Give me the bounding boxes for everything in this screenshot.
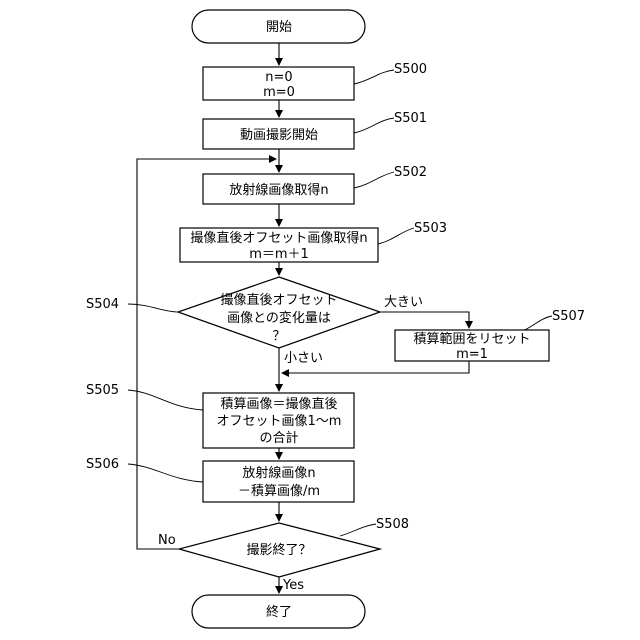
s504-line-1: 撮像直後オフセット — [220, 292, 337, 308]
leader-s505 — [128, 390, 203, 410]
end-label: 終了 — [266, 604, 292, 620]
node-texts: 開始 n=0 m=0 動画撮影開始 放射線画像取得n 撮像直後オフセット画像取得… — [190, 20, 530, 620]
step-label-s505: S505 — [86, 383, 119, 398]
s500-line-2: m=0 — [263, 85, 295, 100]
s508-label: 撮影終了？ — [246, 542, 311, 558]
s507-line-1: 積算範囲をリセット — [413, 332, 530, 347]
start-label: 開始 — [266, 20, 292, 35]
s506-line-2: －積算画像/m — [238, 484, 320, 499]
step-label-s506: S506 — [86, 457, 119, 472]
step-label-s500: S500 — [394, 62, 427, 77]
leader-s504 — [128, 304, 178, 312]
leader-s503 — [378, 228, 414, 244]
s504-line-3: ？ — [272, 329, 285, 344]
s503-line-2: m＝m＋1 — [249, 247, 309, 262]
edge-label-no: No — [158, 533, 176, 548]
leader-s508 — [340, 524, 376, 536]
edge-label-yes: Yes — [282, 578, 304, 593]
s505-line-2: オフセット画像1～m — [217, 414, 342, 429]
s507-line-2: m=1 — [456, 347, 488, 362]
step-label-s504: S504 — [86, 297, 119, 312]
edge-label-large: 大きい — [384, 295, 423, 310]
step-label-s502: S502 — [394, 165, 427, 180]
s501-label: 動画撮影開始 — [240, 127, 318, 143]
step-label-s508: S508 — [376, 517, 409, 532]
s504-line-2: 画像との変化量は — [227, 310, 331, 326]
step-label-s501: S501 — [394, 111, 427, 126]
s503-line-1: 撮像直後オフセット画像取得n — [190, 230, 367, 246]
leader-s502 — [354, 172, 394, 188]
leader-s500 — [354, 70, 394, 84]
leader-s501 — [354, 118, 394, 133]
s506-line-1: 放射線画像n — [242, 465, 315, 481]
s500-line-1: n=0 — [265, 70, 292, 85]
leader-s506 — [128, 464, 203, 482]
s502-label: 放射線画像取得n — [229, 182, 328, 198]
s505-line-3: の合計 — [259, 430, 298, 446]
edge-label-small: 小さい — [284, 351, 323, 366]
edge-s504-s507 — [380, 312, 469, 328]
step-label-s507: S507 — [552, 309, 585, 324]
step-label-s503: S503 — [414, 221, 447, 236]
s505-line-1: 積算画像＝撮像直後 — [220, 396, 337, 412]
